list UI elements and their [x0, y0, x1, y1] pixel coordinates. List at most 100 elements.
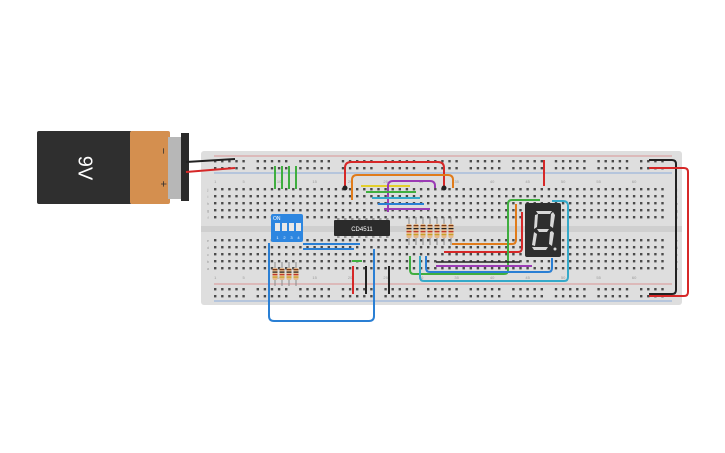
- breadboard-hole[interactable]: [221, 295, 224, 298]
- breadboard-hole[interactable]: [306, 216, 309, 219]
- breadboard-hole[interactable]: [221, 216, 224, 219]
- breadboard-hole[interactable]: [427, 246, 430, 249]
- breadboard-hole[interactable]: [441, 253, 444, 256]
- breadboard-hole[interactable]: [618, 267, 622, 270]
- breadboard-hole[interactable]: [377, 267, 380, 270]
- breadboard-hole[interactable]: [498, 167, 501, 170]
- breadboard-hole[interactable]: [505, 195, 508, 198]
- breadboard-hole[interactable]: [462, 202, 465, 205]
- breadboard-hole[interactable]: [256, 246, 259, 249]
- breadboard-hole[interactable]: [348, 188, 352, 191]
- breadboard-hole[interactable]: [277, 267, 281, 270]
- breadboard-hole[interactable]: [455, 267, 458, 270]
- breadboard-hole[interactable]: [334, 246, 338, 249]
- breadboard-hole[interactable]: [483, 209, 487, 212]
- breadboard-hole[interactable]: [604, 160, 607, 163]
- breadboard-hole[interactable]: [611, 246, 614, 249]
- breadboard-hole[interactable]: [640, 288, 643, 291]
- breadboard-hole[interactable]: [285, 188, 288, 191]
- breadboard-hole[interactable]: [640, 267, 643, 270]
- breadboard-hole[interactable]: [348, 209, 352, 212]
- breadboard-hole[interactable]: [490, 246, 494, 249]
- breadboard-hole[interactable]: [604, 260, 607, 263]
- breadboard-hole[interactable]: [533, 195, 536, 198]
- breadboard-hole[interactable]: [441, 167, 444, 170]
- breadboard-hole[interactable]: [625, 253, 629, 256]
- breadboard-hole[interactable]: [221, 239, 224, 242]
- breadboard-hole[interactable]: [370, 260, 373, 263]
- breadboard-hole[interactable]: [519, 167, 522, 170]
- breadboard-hole[interactable]: [221, 160, 224, 163]
- breadboard-hole[interactable]: [569, 288, 572, 291]
- wire-orange-display[interactable]: [452, 204, 517, 245]
- breadboard-hole[interactable]: [604, 246, 607, 249]
- breadboard-hole[interactable]: [370, 253, 373, 256]
- breadboard-hole[interactable]: [427, 288, 430, 291]
- breadboard-hole[interactable]: [341, 216, 345, 219]
- breadboard-hole[interactable]: [391, 260, 394, 263]
- resistor-bank-segment[interactable]: [406, 217, 454, 245]
- breadboard-hole[interactable]: [270, 288, 274, 291]
- breadboard-hole[interactable]: [547, 195, 551, 198]
- breadboard-hole[interactable]: [348, 216, 352, 219]
- breadboard-hole[interactable]: [405, 253, 409, 256]
- breadboard-hole[interactable]: [654, 239, 657, 242]
- breadboard-hole[interactable]: [327, 246, 330, 249]
- breadboard-hole[interactable]: [498, 246, 501, 249]
- breadboard-hole[interactable]: [647, 253, 650, 256]
- breadboard-hole[interactable]: [221, 288, 224, 291]
- breadboard-hole[interactable]: [604, 202, 607, 205]
- breadboard-hole[interactable]: [263, 216, 267, 219]
- resistor[interactable]: [406, 217, 412, 245]
- breadboard-hole[interactable]: [235, 288, 238, 291]
- breadboard-hole[interactable]: [583, 295, 586, 298]
- breadboard-hole[interactable]: [320, 288, 323, 291]
- breadboard-hole[interactable]: [434, 288, 437, 291]
- breadboard-hole[interactable]: [441, 260, 444, 263]
- breadboard-hole[interactable]: [341, 253, 345, 256]
- breadboard-hole[interactable]: [270, 295, 274, 298]
- breadboard-hole[interactable]: [249, 202, 252, 205]
- breadboard-hole[interactable]: [377, 195, 380, 198]
- breadboard-hole[interactable]: [256, 195, 259, 198]
- breadboard-hole[interactable]: [214, 167, 217, 170]
- breadboard-hole[interactable]: [235, 202, 238, 205]
- breadboard-hole[interactable]: [313, 188, 316, 191]
- breadboard-hole[interactable]: [469, 160, 472, 163]
- breadboard-hole[interactable]: [640, 216, 643, 219]
- breadboard-hole[interactable]: [235, 167, 238, 170]
- breadboard-hole[interactable]: [285, 202, 288, 205]
- breadboard-hole[interactable]: [356, 216, 359, 219]
- breadboard-hole[interactable]: [490, 253, 494, 256]
- breadboard-hole[interactable]: [519, 195, 522, 198]
- breadboard-hole[interactable]: [611, 160, 614, 163]
- breadboard-hole[interactable]: [490, 167, 494, 170]
- breadboard-hole[interactable]: [214, 239, 217, 242]
- breadboard-hole[interactable]: [370, 188, 373, 191]
- breadboard-hole[interactable]: [448, 239, 451, 242]
- breadboard-hole[interactable]: [370, 202, 373, 205]
- breadboard-hole[interactable]: [618, 188, 622, 191]
- breadboard-hole[interactable]: [647, 267, 650, 270]
- breadboard-hole[interactable]: [384, 209, 387, 212]
- breadboard-hole[interactable]: [583, 239, 586, 242]
- breadboard-hole[interactable]: [569, 260, 572, 263]
- breadboard-hole[interactable]: [632, 195, 636, 198]
- breadboard-hole[interactable]: [604, 267, 607, 270]
- breadboard-hole[interactable]: [356, 167, 359, 170]
- breadboard-hole[interactable]: [228, 195, 231, 198]
- breadboard-hole[interactable]: [455, 195, 458, 198]
- breadboard-hole[interactable]: [427, 195, 430, 198]
- breadboard-hole[interactable]: [427, 202, 430, 205]
- breadboard-hole[interactable]: [285, 267, 288, 270]
- breadboard-hole[interactable]: [569, 202, 572, 205]
- breadboard-hole[interactable]: [398, 188, 401, 191]
- breadboard-hole[interactable]: [370, 295, 373, 298]
- breadboard-hole[interactable]: [327, 295, 330, 298]
- breadboard-hole[interactable]: [512, 195, 515, 198]
- breadboard-hole[interactable]: [306, 295, 309, 298]
- breadboard-hole[interactable]: [490, 288, 494, 291]
- breadboard-hole[interactable]: [263, 295, 267, 298]
- breadboard-hole[interactable]: [292, 209, 295, 212]
- breadboard-hole[interactable]: [221, 260, 224, 263]
